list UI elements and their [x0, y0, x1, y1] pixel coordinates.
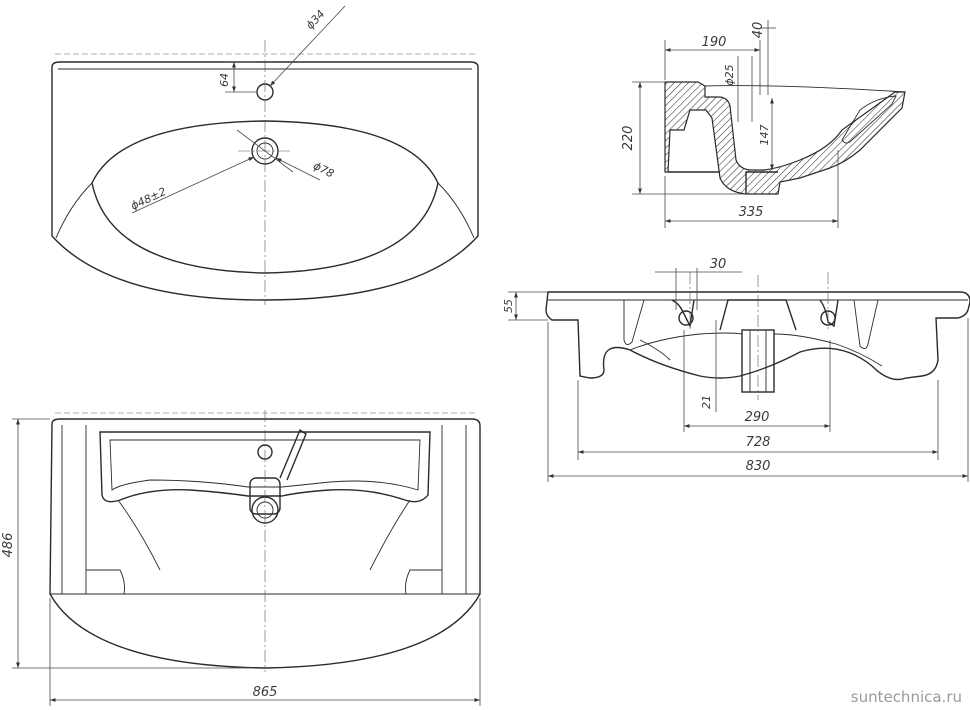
- left-foot: [86, 569, 125, 595]
- front-view: 30 55 21 290 728 830: [502, 257, 970, 482]
- side-section-view: 190 40 ϕ25 220 147 335: [621, 20, 906, 228]
- dim-inner: 147: [758, 125, 771, 146]
- dim-depth-335: 335: [739, 205, 764, 220]
- dim-drain-bore: ϕ48±2: [129, 185, 168, 213]
- watermark: suntechnica.ru: [850, 688, 962, 706]
- bowl-left-wing: [55, 182, 93, 239]
- section-body: [664, 81, 906, 195]
- dim-height: 220: [621, 126, 636, 151]
- dim-depth: 486: [1, 533, 16, 558]
- bowl-right-wing: [437, 182, 475, 239]
- rim-top-line: [704, 85, 906, 93]
- center-block: [719, 299, 797, 331]
- dim-290: 290: [745, 410, 770, 425]
- dim-small: 40: [751, 22, 766, 39]
- dim-rim: 55: [502, 299, 515, 313]
- dim-21: 21: [700, 395, 713, 409]
- side-walls: [61, 425, 467, 594]
- dim-width: 865: [253, 685, 278, 700]
- underside-bowl: [99, 431, 431, 503]
- dim-728: 728: [746, 435, 771, 450]
- overflow-channel: [279, 428, 307, 481]
- bottom-view: 486 865: [1, 410, 481, 706]
- top-plan-view: 64 ϕ34 ϕ78 ϕ48±2: [51, 5, 479, 305]
- dim-830: 830: [746, 459, 771, 474]
- dim-hole-25: ϕ25: [723, 64, 736, 85]
- right-foot: [405, 569, 442, 595]
- dim-30: 30: [710, 257, 727, 272]
- bottom-basin-outline: [49, 418, 481, 669]
- overflow-slot: [841, 95, 897, 144]
- dim-top-offset: 190: [702, 35, 727, 50]
- top-basin-outline: [51, 61, 479, 301]
- dim-hole-offset: 64: [218, 73, 231, 87]
